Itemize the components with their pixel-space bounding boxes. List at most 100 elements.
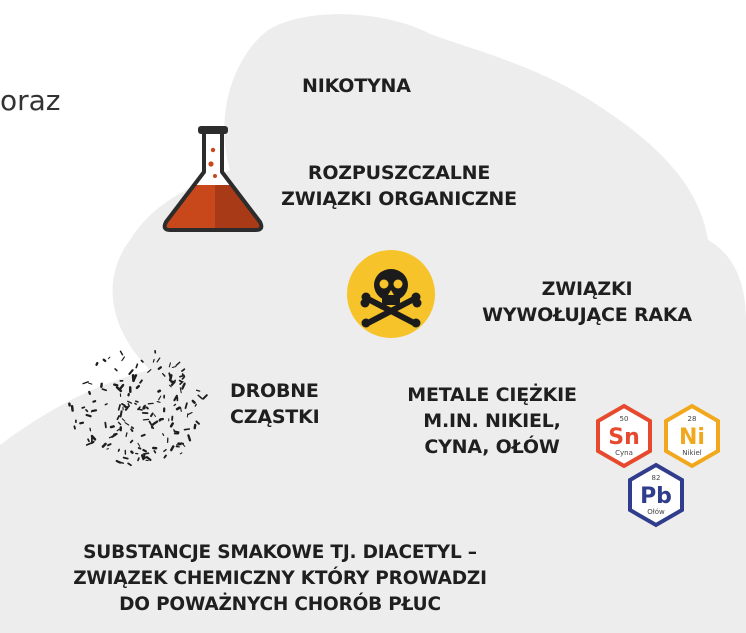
particle [175, 406, 181, 411]
particle [178, 379, 183, 383]
particle [130, 426, 135, 429]
particle [194, 403, 197, 407]
label-carcinogens: ZWIĄZKI WYWOŁUJĄCE RAKA [482, 278, 692, 326]
particle [181, 382, 186, 390]
element-number: 82 [652, 474, 661, 482]
particle [187, 434, 192, 442]
particle [139, 379, 143, 384]
particle [173, 403, 177, 407]
particle [156, 357, 161, 363]
particle [168, 362, 172, 368]
skull-crossbones-icon [347, 250, 435, 338]
particle [82, 381, 89, 385]
particle [163, 454, 167, 459]
particle [158, 418, 163, 422]
particle [134, 400, 139, 403]
label-fine-particles: DROBNE CZĄSTKI [230, 380, 320, 428]
particle [135, 384, 141, 389]
hexagon-shape [628, 462, 684, 528]
particle [119, 350, 124, 356]
element-symbol: Ni [679, 425, 705, 450]
particle [85, 413, 92, 418]
particle [140, 433, 146, 437]
particle [106, 448, 109, 450]
particle [128, 369, 134, 376]
particle [121, 403, 126, 407]
particle [85, 409, 89, 413]
label-organic-compounds: ROZPUSZCZALNE ZWIĄZKI ORGANICZNE [281, 162, 517, 210]
particle [145, 456, 152, 462]
particle [169, 422, 174, 428]
particle [142, 448, 148, 453]
particle [102, 358, 107, 363]
particle [92, 400, 97, 403]
particle [137, 457, 140, 462]
particle [153, 450, 157, 454]
particle [179, 374, 185, 378]
particle [183, 428, 191, 431]
particle [137, 447, 142, 450]
particle [118, 461, 125, 464]
particle [168, 384, 172, 388]
particle [150, 412, 154, 418]
particle [130, 428, 134, 432]
particle [88, 390, 92, 395]
element-name: Cyna [615, 449, 633, 457]
particle [117, 404, 121, 411]
particle [142, 452, 150, 455]
particle [87, 438, 90, 443]
particle [95, 361, 99, 366]
particle [113, 383, 119, 387]
particle [115, 386, 123, 393]
particle [129, 439, 134, 444]
particle [130, 450, 134, 454]
particle [117, 421, 122, 426]
particle [119, 410, 123, 418]
particle [179, 387, 182, 394]
particle [152, 358, 155, 363]
particle [140, 454, 145, 461]
particle [170, 380, 175, 384]
particle [70, 405, 74, 412]
element-name: Nikiel [682, 449, 701, 457]
particle [173, 430, 180, 433]
particle [153, 414, 156, 417]
element-badge-nickel: 28 Ni Nikiel [664, 403, 720, 469]
particle [181, 375, 186, 380]
particle [151, 423, 155, 429]
particle [195, 420, 200, 425]
particles-icon [68, 350, 208, 467]
particle [140, 359, 144, 363]
particle [142, 405, 146, 410]
particle [81, 406, 86, 409]
element-symbol: Pb [640, 484, 672, 509]
side-text-fragment: oraz [0, 84, 61, 117]
particle [109, 425, 115, 429]
particle [127, 462, 132, 467]
particle [90, 440, 95, 445]
particle [184, 402, 188, 409]
particle [124, 405, 130, 411]
particle [187, 411, 193, 416]
particle [162, 433, 165, 437]
particle [121, 418, 126, 422]
particle [79, 421, 85, 425]
particle [117, 448, 121, 452]
particle [127, 400, 133, 404]
particle [168, 374, 173, 382]
particle [181, 368, 186, 372]
particle [147, 369, 152, 373]
hexagon-shape [664, 403, 720, 469]
particle [104, 403, 108, 406]
particle [179, 380, 184, 385]
particle [116, 428, 121, 432]
particle [108, 435, 114, 439]
particle [175, 361, 181, 367]
particle [135, 363, 139, 369]
particle [169, 445, 175, 452]
element-symbol: Sn [608, 425, 640, 450]
label-heavy-metals: METALE CIĘŻKIE M.IN. NIKIEL, CYNA, OŁÓW [407, 384, 577, 458]
particle [134, 402, 137, 405]
element-badge-lead: 82 Pb Ołów [628, 462, 684, 528]
element-name: Ołów [647, 508, 665, 516]
